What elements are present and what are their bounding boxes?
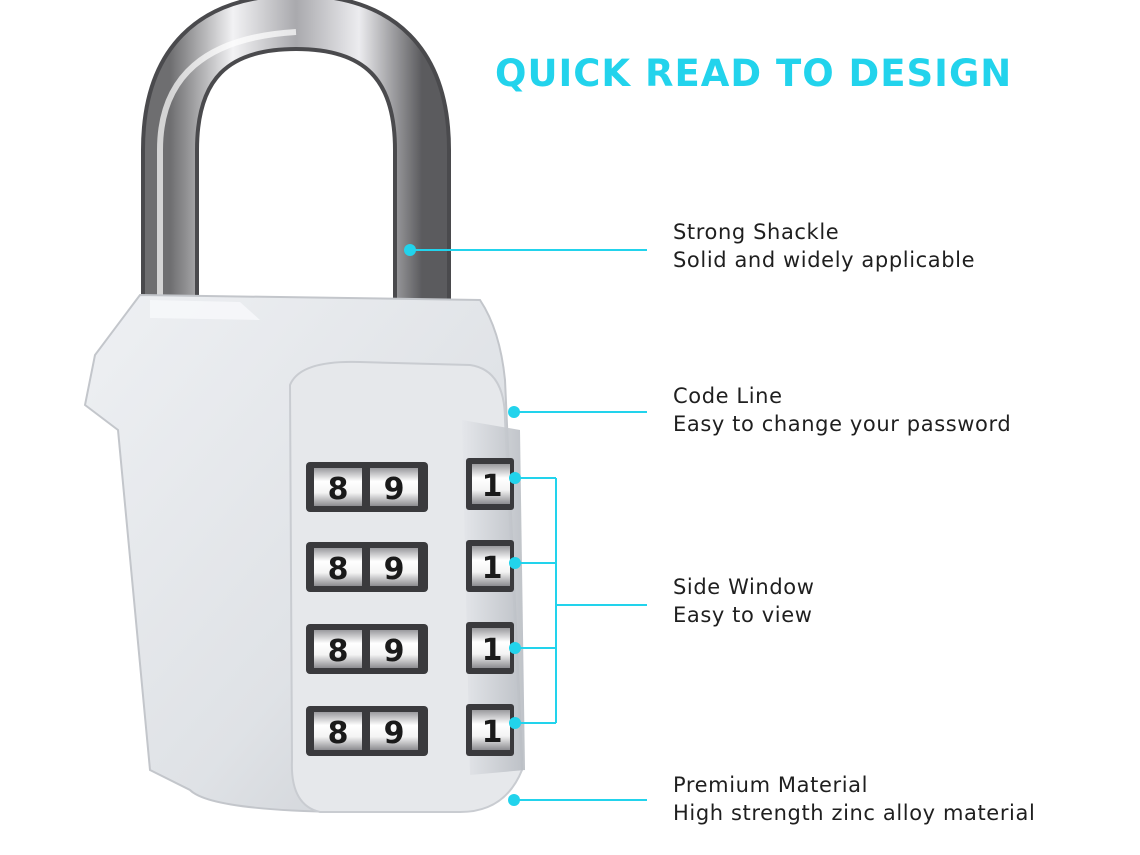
- feature-description: Easy to change your password: [673, 412, 1012, 436]
- side-dial-wheel[interactable]: [472, 710, 510, 750]
- side-dial-digit: 1: [482, 551, 503, 586]
- dial-wheel[interactable]: [370, 548, 418, 586]
- dial-digit: 8: [328, 552, 349, 587]
- dial-wheel[interactable]: [314, 630, 362, 668]
- dial-digit: 9: [384, 552, 405, 587]
- callout-lines: [404, 244, 647, 806]
- dial-digit: 9: [384, 716, 405, 751]
- page-headline: QUICK READ TO DESIGN: [495, 52, 1013, 95]
- feature-description: Easy to view: [673, 603, 813, 627]
- feature-strong-shackle: Strong Shackle Solid and widely applicab…: [673, 218, 975, 274]
- dial-wheel[interactable]: [314, 468, 362, 506]
- dial-digit: 9: [384, 472, 405, 507]
- side-dial-row: 1: [466, 704, 514, 756]
- side-dial-digit: 1: [482, 469, 503, 504]
- dial-digit: 8: [328, 716, 349, 751]
- side-dial-wheel[interactable]: [472, 464, 510, 504]
- feature-description: High strength zinc alloy material: [673, 801, 1036, 825]
- side-dial-row: 1: [466, 622, 514, 674]
- dial-digit: 8: [328, 472, 349, 507]
- callout-shackle: [404, 244, 647, 256]
- lock-body: [83, 293, 525, 814]
- side-dial-row: 1: [466, 458, 514, 510]
- feature-side-window: Side Window Easy to view: [673, 573, 815, 629]
- shackle: [141, 0, 451, 330]
- callout-side-window-dots: [509, 472, 521, 729]
- side-dial-windows: 1 1 1 1: [466, 458, 514, 756]
- side-dial-wheel[interactable]: [472, 546, 510, 586]
- dial-wheel[interactable]: [370, 712, 418, 750]
- feature-title: Strong Shackle: [673, 220, 840, 244]
- callout-material: [508, 794, 647, 806]
- dial-wheel[interactable]: [370, 468, 418, 506]
- feature-premium-material: Premium Material High strength zinc allo…: [673, 771, 1035, 827]
- callout-side-window: [515, 477, 647, 724]
- dial-wheel[interactable]: [314, 712, 362, 750]
- callout-code-line: [508, 406, 647, 418]
- feature-title: Side Window: [673, 575, 815, 599]
- feature-title: Premium Material: [673, 773, 869, 797]
- dial-digit: 8: [328, 634, 349, 669]
- side-dial-row: 1: [466, 540, 514, 592]
- dial-wheel[interactable]: [314, 548, 362, 586]
- side-dial-wheel[interactable]: [472, 628, 510, 668]
- dial-digit: 9: [384, 634, 405, 669]
- side-dial-digit: 1: [482, 715, 503, 750]
- dial-wheel[interactable]: [370, 630, 418, 668]
- feature-title: Code Line: [673, 384, 783, 408]
- feature-description: Solid and widely applicable: [673, 248, 976, 272]
- side-dial-digit: 1: [482, 633, 503, 668]
- feature-code-line: Code Line Easy to change your password: [673, 382, 1011, 438]
